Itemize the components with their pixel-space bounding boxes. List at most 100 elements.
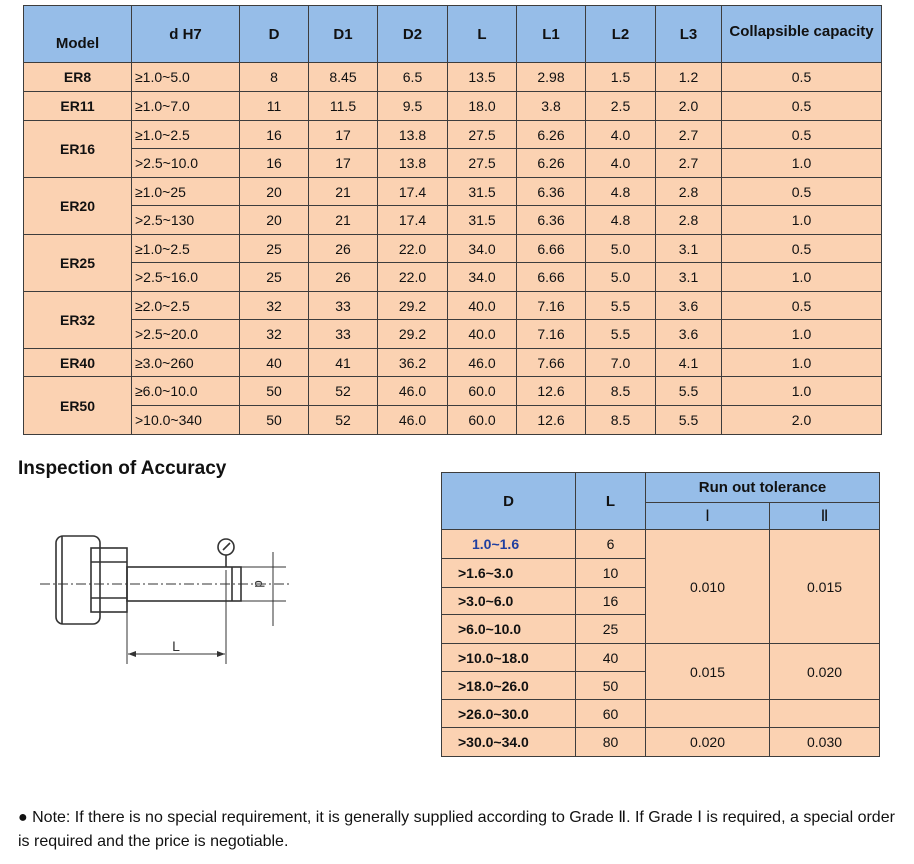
cell-l1: 12.6: [516, 376, 586, 406]
cell-d2: 36.2: [377, 348, 448, 377]
header-model: Model: [23, 5, 132, 63]
spec-header-row: Model d H7 D D1 D2 L L1 L2 L3 Collapsibl…: [23, 5, 882, 63]
acc-cell-l: 25: [575, 614, 646, 644]
acc-cell-d-range: >3.0~6.0: [441, 587, 576, 615]
cell-l3: 2.0: [655, 91, 722, 121]
cell-l1: 7.66: [516, 348, 586, 377]
acc-cell-l: 50: [575, 671, 646, 700]
tolerance-grade1: 0.010: [645, 529, 770, 644]
collet-spec-table: Model d H7 D D1 D2 L L1 L2 L3 Collapsibl…: [23, 5, 882, 435]
cell-capacity: 1.0: [721, 348, 882, 377]
acc-cell-l: 40: [575, 643, 646, 672]
cell-d1: 26: [308, 234, 378, 263]
cell-l1: 6.66: [516, 234, 586, 263]
header-L1: L1: [516, 5, 586, 63]
cell-l: 27.5: [447, 148, 517, 178]
cell-l3: 5.5: [655, 405, 722, 435]
cell-l2: 5.0: [585, 262, 656, 292]
cell-l: 40.0: [447, 291, 517, 320]
model-cell: ER50: [23, 376, 132, 435]
cell-l1: 3.8: [516, 91, 586, 121]
cell-l: 13.5: [447, 62, 517, 92]
cell-d1: 26: [308, 262, 378, 292]
cell-dh7: ≥6.0~10.0: [131, 376, 240, 406]
cell-d: 32: [239, 319, 309, 349]
cell-d: 20: [239, 177, 309, 206]
cell-d1: 52: [308, 405, 378, 435]
cell-d2: 13.8: [377, 120, 448, 149]
cell-dh7: ≥1.0~7.0: [131, 91, 240, 121]
acc-cell-l: 60: [575, 699, 646, 728]
cell-l3: 5.5: [655, 376, 722, 406]
acc-header-row-2: Ⅰ Ⅱ: [442, 502, 881, 530]
cell-dh7: ≥3.0~260: [131, 348, 240, 377]
tolerance-grade2: 0.015: [768, 529, 881, 644]
acc-cell-d-range: 1.0~1.6: [441, 529, 576, 559]
cell-d2: 22.0: [377, 262, 448, 292]
cell-l1: 7.16: [516, 291, 586, 320]
cell-l: 18.0: [447, 91, 517, 121]
cell-d: 11: [239, 91, 309, 121]
cell-d2: 22.0: [377, 234, 448, 263]
model-cell: ER16: [23, 120, 132, 178]
cell-l2: 1.5: [585, 62, 656, 92]
cell-capacity: 0.5: [721, 120, 882, 149]
diagram-label-d: d: [252, 580, 267, 587]
cell-capacity: 1.0: [721, 319, 882, 349]
cell-d: 25: [239, 262, 309, 292]
cell-d: 25: [239, 234, 309, 263]
cell-capacity: 0.5: [721, 291, 882, 320]
cell-d: 40: [239, 348, 309, 377]
cell-l: 34.0: [447, 234, 517, 263]
collet-nut-shape: [55, 535, 101, 625]
cell-d2: 9.5: [377, 91, 448, 121]
cell-d2: 13.8: [377, 148, 448, 178]
cell-d2: 46.0: [377, 376, 448, 406]
tolerance-grade1: [645, 699, 770, 728]
acc-header-row-1: D L Run out tolerance: [441, 472, 881, 530]
accuracy-section-title: Inspection of Accuracy: [18, 458, 227, 479]
cell-l2: 8.5: [585, 376, 656, 406]
cell-l: 31.5: [447, 177, 517, 206]
cell-d: 8: [239, 62, 309, 92]
cell-l2: 4.8: [585, 205, 656, 235]
header-L: L: [447, 5, 517, 63]
tolerance-grade2: [768, 699, 881, 728]
cell-l2: 8.5: [585, 405, 656, 435]
tolerance-grade2: 0.020: [768, 643, 881, 700]
acc-header-grade-1: Ⅰ: [645, 502, 770, 530]
cell-d2: 29.2: [377, 291, 448, 320]
acc-header-grade-2: Ⅱ: [768, 502, 881, 530]
cell-l3: 2.8: [655, 177, 722, 206]
model-cell: ER32: [23, 291, 132, 349]
cell-d1: 33: [308, 319, 378, 349]
cell-l3: 4.1: [655, 348, 722, 377]
cell-l: 46.0: [447, 348, 517, 377]
acc-cell-d-range: >30.0~34.0: [441, 727, 576, 757]
cell-capacity: 1.0: [721, 376, 882, 406]
cell-l1: 6.36: [516, 205, 586, 235]
cell-d: 16: [239, 148, 309, 178]
cell-dh7: >2.5~16.0: [131, 262, 240, 292]
acc-cell-l: 80: [575, 727, 646, 757]
acc-cell-d-range: >10.0~18.0: [441, 643, 576, 672]
cell-l: 60.0: [447, 376, 517, 406]
acc-cell-l: 10: [575, 558, 646, 588]
cell-l2: 2.5: [585, 91, 656, 121]
cell-capacity: 0.5: [721, 234, 882, 263]
acc-cell-l: 6: [575, 529, 646, 559]
cell-dh7: >2.5~10.0: [131, 148, 240, 178]
cell-l1: 7.16: [516, 319, 586, 349]
diagram-label-L: L: [172, 638, 180, 654]
cell-dh7: >2.5~130: [131, 205, 240, 235]
